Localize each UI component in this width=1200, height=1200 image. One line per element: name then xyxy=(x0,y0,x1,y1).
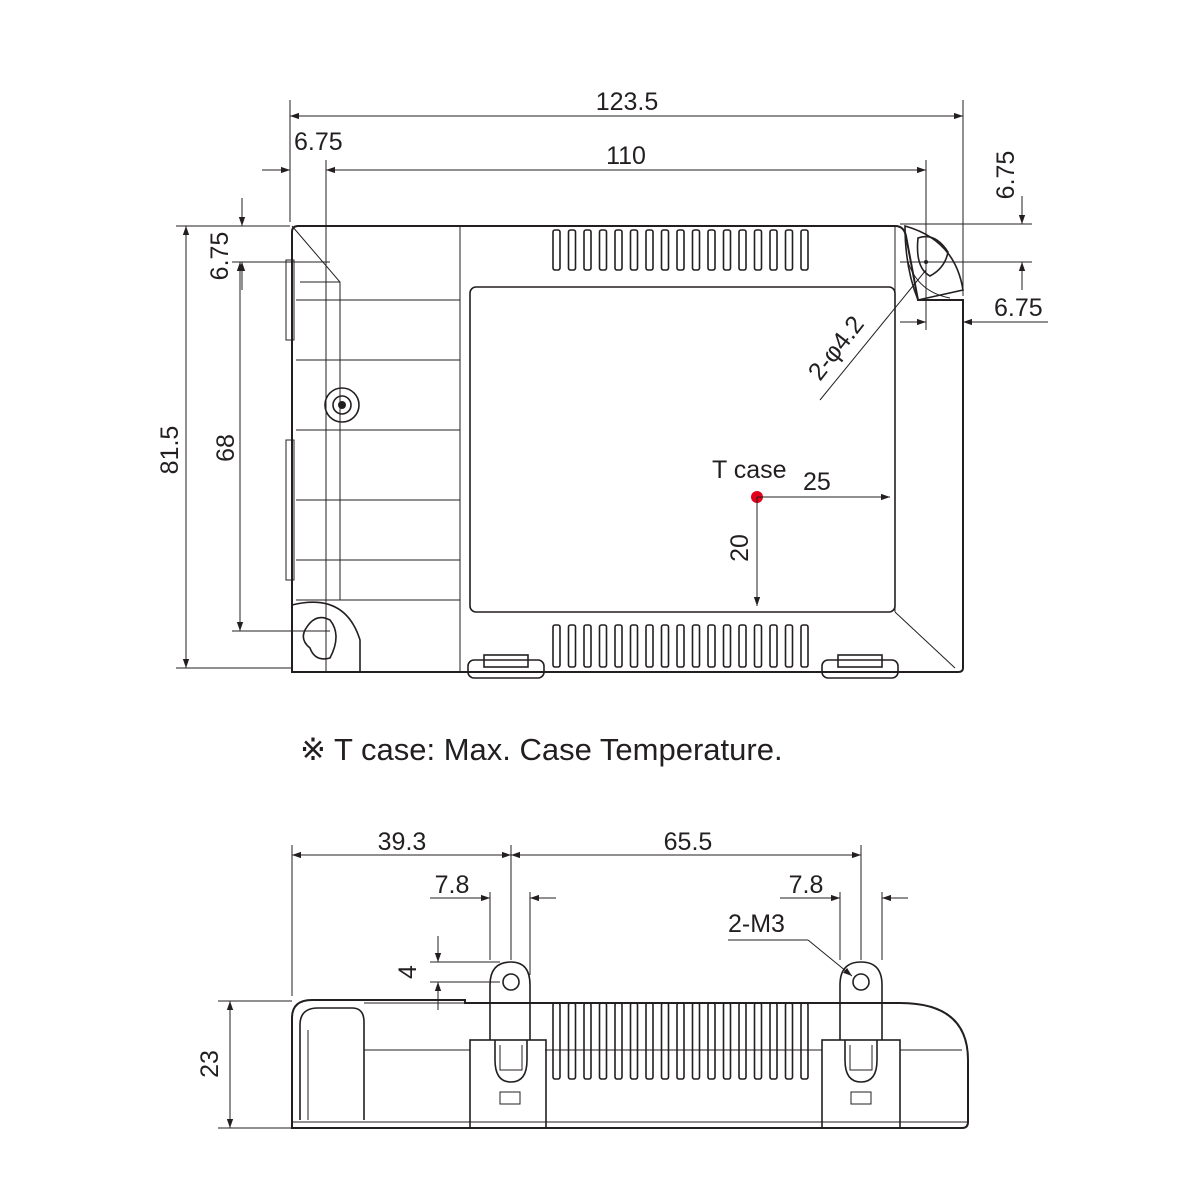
vent-slot xyxy=(707,624,716,668)
vent-slot xyxy=(660,624,670,668)
adjust-potentiometer xyxy=(324,387,360,423)
side-end-cap-inner xyxy=(299,1007,365,1120)
vent-slot xyxy=(567,624,577,668)
dim-tcase-y: 20 xyxy=(726,534,754,562)
vent-slot xyxy=(738,1002,747,1080)
dim-hole-pitch-x: 110 xyxy=(606,142,646,170)
vent-slot xyxy=(738,229,747,271)
vent-slot xyxy=(722,1002,732,1080)
clip-left xyxy=(467,654,545,679)
vent-slot xyxy=(707,229,716,271)
vent-slot xyxy=(660,1002,670,1080)
vent-slot xyxy=(567,1002,577,1080)
vent-slot xyxy=(691,624,701,668)
vent-slot xyxy=(552,229,561,271)
vent-slot xyxy=(800,1002,809,1080)
vent-slots-top xyxy=(552,229,809,271)
vent-slot xyxy=(784,1002,794,1080)
vent-slot xyxy=(629,1002,639,1080)
vent-slot xyxy=(769,229,778,271)
vent-slot xyxy=(614,229,623,271)
dim-left-offset: 6.75 xyxy=(294,128,343,156)
dim-hole-height: 4 xyxy=(394,965,422,979)
dim-left: 39.3 xyxy=(378,828,427,856)
dim-right-offset-top: 6.75 xyxy=(992,151,1020,200)
vent-slot xyxy=(800,229,809,271)
vent-slot xyxy=(753,229,763,271)
dim-overall-width: 123.5 xyxy=(596,88,659,116)
vent-slot xyxy=(583,624,592,668)
vent-slot xyxy=(769,1002,778,1080)
label-plate xyxy=(469,286,896,613)
clip-right xyxy=(821,654,899,679)
vent-slots-bottom xyxy=(552,624,809,668)
dim-tab-width-right: 7.8 xyxy=(789,871,824,899)
vent-slot xyxy=(614,1002,623,1080)
housing-outline xyxy=(291,225,964,673)
vent-slot xyxy=(691,1002,701,1080)
tcase-note: ※ T case: Max. Case Temperature. xyxy=(300,732,783,767)
vent-slot xyxy=(738,624,747,668)
dim-tcase-x: 25 xyxy=(803,468,831,496)
dim-height: 23 xyxy=(196,1050,224,1078)
vent-slot xyxy=(583,229,592,271)
vent-slot xyxy=(645,624,654,668)
vent-slot xyxy=(552,624,561,668)
top-view: 123.5 110 6.75 6.75 81.5 68 6.75 6. xyxy=(156,88,1048,679)
vent-slot xyxy=(676,229,685,271)
vent-slot xyxy=(707,1002,716,1080)
dim-hole-pitch-y: 68 xyxy=(212,434,240,462)
bracket-right xyxy=(821,961,901,1129)
vent-slot xyxy=(784,624,794,668)
vent-slot xyxy=(629,624,639,668)
vent-slot xyxy=(614,624,623,668)
vent-slot xyxy=(645,229,654,271)
bevel-bottom-right xyxy=(894,611,956,669)
vent-slot xyxy=(552,1002,561,1080)
vent-slot xyxy=(583,1002,592,1080)
side-view: 39.3 65.5 7.8 7.8 2-M3 4 23 xyxy=(196,828,969,1129)
vent-slot xyxy=(769,624,778,668)
hole-leader xyxy=(819,269,927,401)
mounting-hole-top-right xyxy=(904,224,964,301)
left-ribs xyxy=(285,259,460,601)
vent-slot xyxy=(645,1002,654,1080)
vent-slot xyxy=(660,229,670,271)
dim-right-offset-side: 6.75 xyxy=(994,294,1043,322)
vent-slot xyxy=(691,229,701,271)
dim-tab-width-left: 7.8 xyxy=(435,871,470,899)
bracket-left xyxy=(469,961,547,1129)
vent-slot xyxy=(784,229,794,271)
dim-pitch: 65.5 xyxy=(664,828,713,856)
vent-slots-side xyxy=(552,1002,809,1080)
vent-slot xyxy=(567,229,577,271)
vent-slot xyxy=(598,624,608,668)
vent-slot xyxy=(676,624,685,668)
tcase-label: T case xyxy=(712,456,787,484)
screw-callout: 2-M3 xyxy=(728,910,785,938)
vent-slot xyxy=(753,624,763,668)
mounting-hole-bottom-left xyxy=(291,601,361,673)
vent-slot xyxy=(722,624,732,668)
vent-slot xyxy=(598,1002,608,1080)
vent-slot xyxy=(676,1002,685,1080)
vent-slot xyxy=(598,229,608,271)
dim-overall-height: 81.5 xyxy=(156,426,184,475)
vent-slot xyxy=(722,229,732,271)
vent-slot xyxy=(753,1002,763,1080)
dim-top-offset: 6.75 xyxy=(206,232,234,281)
vent-slot xyxy=(629,229,639,271)
vent-slot xyxy=(800,624,809,668)
